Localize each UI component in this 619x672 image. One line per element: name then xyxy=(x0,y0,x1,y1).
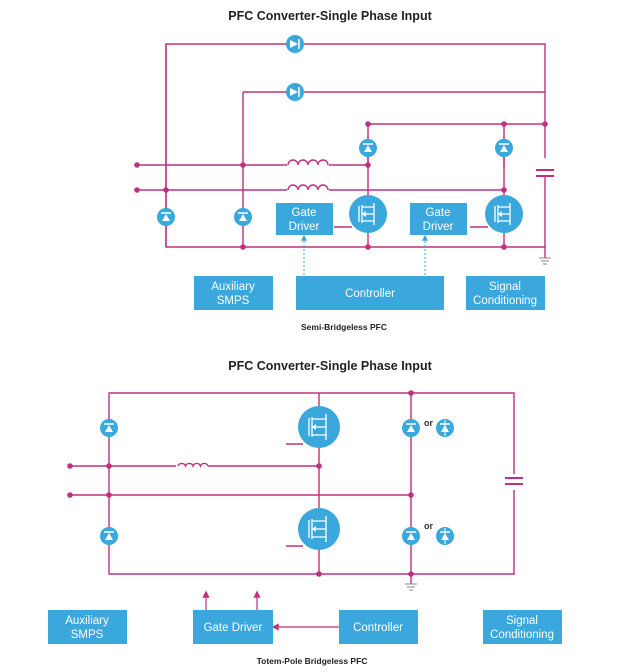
inductor-icon xyxy=(176,459,209,469)
ground-icon xyxy=(539,257,551,265)
signal-conditioning-block-bottom: Signal Conditioning xyxy=(483,610,562,644)
svg-text:SMPS: SMPS xyxy=(71,629,104,641)
diode-icon xyxy=(359,139,377,157)
svg-text:Driver: Driver xyxy=(289,221,320,233)
top-caption: Semi-Bridgeless PFC xyxy=(301,322,387,332)
diode-alt-icon xyxy=(436,419,454,437)
svg-text:Auxiliary: Auxiliary xyxy=(65,615,109,627)
bottom-caption: Totem-Pole Bridgeless PFC xyxy=(257,656,368,666)
svg-text:SMPS: SMPS xyxy=(217,295,250,307)
controller-block-bottom: Controller xyxy=(339,610,418,644)
signal-conditioning-block: Signal Conditioning xyxy=(466,276,545,310)
diode-icon xyxy=(157,208,175,226)
totem-pole-diagram: PFC Converter-Single Phase Input xyxy=(48,359,562,666)
gate-driver-right: Gate Driver xyxy=(410,203,467,235)
svg-text:Conditioning: Conditioning xyxy=(473,295,537,307)
semi-bridgeless-diagram: PFC Converter-Single Phase Input xyxy=(134,9,555,332)
bottom-title: PFC Converter-Single Phase Input xyxy=(228,359,432,373)
gate-driver-arrows xyxy=(202,590,339,631)
or-label-lower: or xyxy=(424,521,433,531)
controller-block: Controller xyxy=(296,276,444,310)
mosfet-icon xyxy=(298,406,340,448)
svg-text:Controller: Controller xyxy=(345,288,395,300)
gate-driver-left: Gate Driver xyxy=(276,203,333,235)
diode-icon xyxy=(286,35,304,53)
svg-text:Signal: Signal xyxy=(506,615,538,627)
mosfet-icon xyxy=(485,195,523,233)
or-label-upper: or xyxy=(424,418,433,428)
auxiliary-smps-block: Auxiliary SMPS xyxy=(194,276,273,310)
gate-driver-block-bottom: Gate Driver xyxy=(193,610,273,644)
ground-icon xyxy=(405,583,417,591)
diode-icon xyxy=(402,527,420,545)
diode-icon xyxy=(100,419,118,437)
top-title: PFC Converter-Single Phase Input xyxy=(228,9,432,23)
svg-text:Conditioning: Conditioning xyxy=(490,629,554,641)
top-wiring xyxy=(137,43,546,258)
controller-links xyxy=(301,234,428,275)
svg-text:Controller: Controller xyxy=(353,622,403,634)
diode-icon xyxy=(286,83,304,101)
auxiliary-smps-block-bottom: Auxiliary SMPS xyxy=(48,610,127,644)
svg-text:Driver: Driver xyxy=(423,221,454,233)
top-junctions xyxy=(134,121,548,250)
svg-text:Gate: Gate xyxy=(426,207,451,219)
diode-icon xyxy=(402,419,420,437)
mosfet-icon xyxy=(298,508,340,550)
diode-alt-icon xyxy=(436,527,454,545)
capacitor-icon xyxy=(504,474,524,490)
inductor-icon xyxy=(287,158,329,168)
svg-text:Gate: Gate xyxy=(292,207,317,219)
capacitor-icon xyxy=(535,158,555,177)
inductor-icon xyxy=(287,183,329,193)
svg-text:Auxiliary: Auxiliary xyxy=(211,281,255,293)
svg-text:Gate Driver: Gate Driver xyxy=(204,622,263,634)
diode-icon xyxy=(100,527,118,545)
diode-icon xyxy=(495,139,513,157)
diode-icon xyxy=(234,208,252,226)
svg-text:Signal: Signal xyxy=(489,281,521,293)
bottom-junctions xyxy=(67,390,414,577)
mosfet-icon xyxy=(349,195,387,233)
